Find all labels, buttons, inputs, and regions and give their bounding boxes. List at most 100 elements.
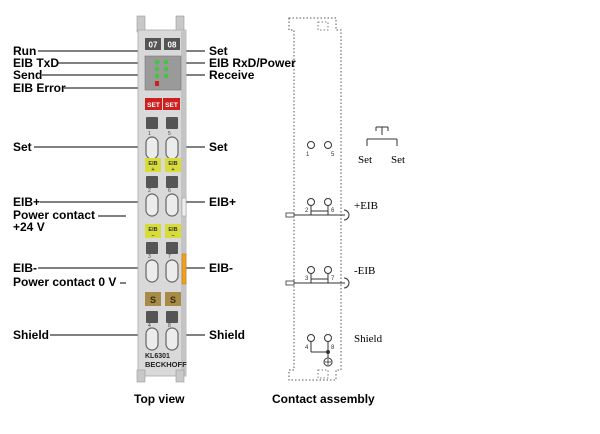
label-eib-error: EIB Error bbox=[13, 81, 66, 95]
led-window bbox=[144, 55, 182, 91]
switch-label-right: Set bbox=[391, 154, 406, 166]
caption-contact-assembly: Contact assembly bbox=[272, 392, 375, 406]
wire-entry-8[interactable] bbox=[165, 327, 179, 351]
contact-8 bbox=[324, 334, 332, 342]
bottom-lock-right bbox=[175, 369, 185, 383]
led-send bbox=[154, 73, 160, 79]
wire-entry-5[interactable] bbox=[165, 136, 179, 160]
contact-pin-6: 6 bbox=[331, 208, 335, 214]
release-button-6[interactable] bbox=[166, 176, 178, 188]
model-number: KL6301 bbox=[145, 353, 170, 360]
contact-3 bbox=[307, 266, 315, 274]
pin-label-2: 2 bbox=[148, 188, 151, 194]
wire-entry-4[interactable] bbox=[145, 327, 159, 351]
contact-pin-2: 2 bbox=[305, 208, 309, 214]
label-eib-minus-left: EIB- bbox=[13, 261, 37, 275]
clamp-row-set: 1 5 bbox=[145, 117, 179, 160]
channel-number-07: 07 bbox=[149, 41, 158, 50]
contact-7 bbox=[324, 266, 332, 274]
release-button-7[interactable] bbox=[166, 242, 178, 254]
contact-assembly-outline bbox=[288, 17, 342, 381]
release-button-3[interactable] bbox=[146, 242, 158, 254]
pin-label-6: 6 bbox=[168, 188, 171, 194]
release-button-2[interactable] bbox=[146, 176, 158, 188]
eib-plus-badge-left bbox=[145, 158, 161, 172]
bottom-notch bbox=[317, 369, 329, 379]
wire-entry-7[interactable] bbox=[165, 259, 179, 283]
eib-minus-badge-text-right: EIB bbox=[168, 227, 177, 233]
label-power-contact-0v: Power contact 0 V bbox=[13, 275, 117, 289]
top-notch bbox=[317, 21, 329, 31]
channel-badge-08 bbox=[164, 38, 180, 50]
bottom-lock-left bbox=[136, 369, 146, 383]
pin-label-3: 3 bbox=[148, 254, 151, 260]
contact-pin-5: 5 bbox=[331, 152, 335, 158]
contact-4 bbox=[307, 334, 315, 342]
contact-pin-1: 1 bbox=[306, 152, 310, 158]
label-shield-left: Shield bbox=[13, 328, 50, 342]
contact-6 bbox=[324, 198, 332, 206]
eib-plus-badge-text-left: EIB bbox=[148, 161, 157, 167]
label-shield-right: Shield bbox=[209, 328, 246, 342]
eib-plus-badge-sign-right: + bbox=[171, 167, 174, 173]
release-button-5[interactable] bbox=[166, 117, 178, 129]
shield-badge-right bbox=[165, 292, 181, 306]
label-set-top: Set bbox=[209, 44, 228, 58]
pin-label-7: 7 bbox=[168, 254, 171, 260]
led-eib-txd bbox=[154, 66, 160, 72]
shield-badge-left bbox=[145, 292, 161, 306]
eib-plus-badge-right bbox=[165, 158, 181, 172]
label-eib-minus-right: EIB- bbox=[209, 261, 233, 275]
led-set-1 bbox=[163, 59, 169, 65]
led-receive bbox=[163, 73, 169, 79]
power-contact-plus bbox=[181, 197, 187, 217]
eib-minus-badge-sign-right: – bbox=[171, 233, 174, 239]
contact-label-eib-minus: -EIB bbox=[354, 265, 376, 277]
contact-1 bbox=[307, 141, 315, 149]
caption-top-view: Top view bbox=[134, 392, 185, 406]
contact-assembly: 1 5 2 6 3 7 4 8 bbox=[285, 17, 398, 381]
label-eib-txd: EIB TxD bbox=[13, 56, 60, 70]
led-eib-error bbox=[155, 81, 159, 86]
set-badge-left bbox=[145, 98, 162, 110]
release-button-4[interactable] bbox=[146, 311, 158, 323]
eib-plus-rail-end bbox=[285, 212, 295, 218]
eib-minus-badge-right bbox=[165, 224, 181, 238]
eib-minus-badge-text-left: EIB bbox=[148, 227, 157, 233]
wire-entry-6[interactable] bbox=[165, 193, 179, 217]
wire-entry-1[interactable] bbox=[145, 136, 159, 160]
label-eib-plus-right: EIB+ bbox=[209, 195, 237, 209]
clamp-row-shield: 4 8 bbox=[145, 311, 179, 351]
led-eib-rxd bbox=[163, 66, 169, 72]
orange-power-contact bbox=[181, 253, 187, 285]
channel-badge-07 bbox=[145, 38, 161, 50]
eib-plus-rail-hook bbox=[343, 209, 350, 221]
brand-name: BECKHOFF bbox=[145, 360, 187, 369]
eib-minus-badge-sign-left: – bbox=[151, 233, 154, 239]
set-badge-label-left: SET bbox=[147, 102, 160, 109]
label-receive: Receive bbox=[209, 68, 255, 82]
contact-5 bbox=[324, 141, 332, 149]
contact-pin-7: 7 bbox=[331, 276, 335, 282]
clamp-row-eib-minus: 3 7 bbox=[145, 242, 179, 283]
terminal-housing: 07 08 SET SET 1 5 EIB bbox=[136, 15, 187, 383]
contact-pin-8: 8 bbox=[331, 345, 335, 351]
set-badge-right bbox=[163, 98, 180, 110]
release-button-1[interactable] bbox=[146, 117, 158, 129]
eib-plus-badge-sign-left: + bbox=[151, 167, 154, 173]
pin-label-4: 4 bbox=[148, 323, 151, 329]
pin-label-5: 5 bbox=[168, 131, 171, 137]
label-set-left: Set bbox=[13, 140, 32, 154]
wire-entry-2[interactable] bbox=[145, 193, 159, 217]
label-run: Run bbox=[13, 44, 37, 58]
shield-badge-label-right: S bbox=[170, 295, 176, 305]
switch-symbol bbox=[366, 126, 398, 146]
contact-label-shield: Shield bbox=[354, 333, 383, 345]
release-button-8[interactable] bbox=[166, 311, 178, 323]
wire-entry-3[interactable] bbox=[145, 259, 159, 283]
shield-badge-label-left: S bbox=[150, 295, 156, 305]
set-badge-label-right: SET bbox=[165, 102, 178, 109]
pin-label-1: 1 bbox=[148, 131, 151, 137]
pin-label-8: 8 bbox=[168, 323, 171, 329]
